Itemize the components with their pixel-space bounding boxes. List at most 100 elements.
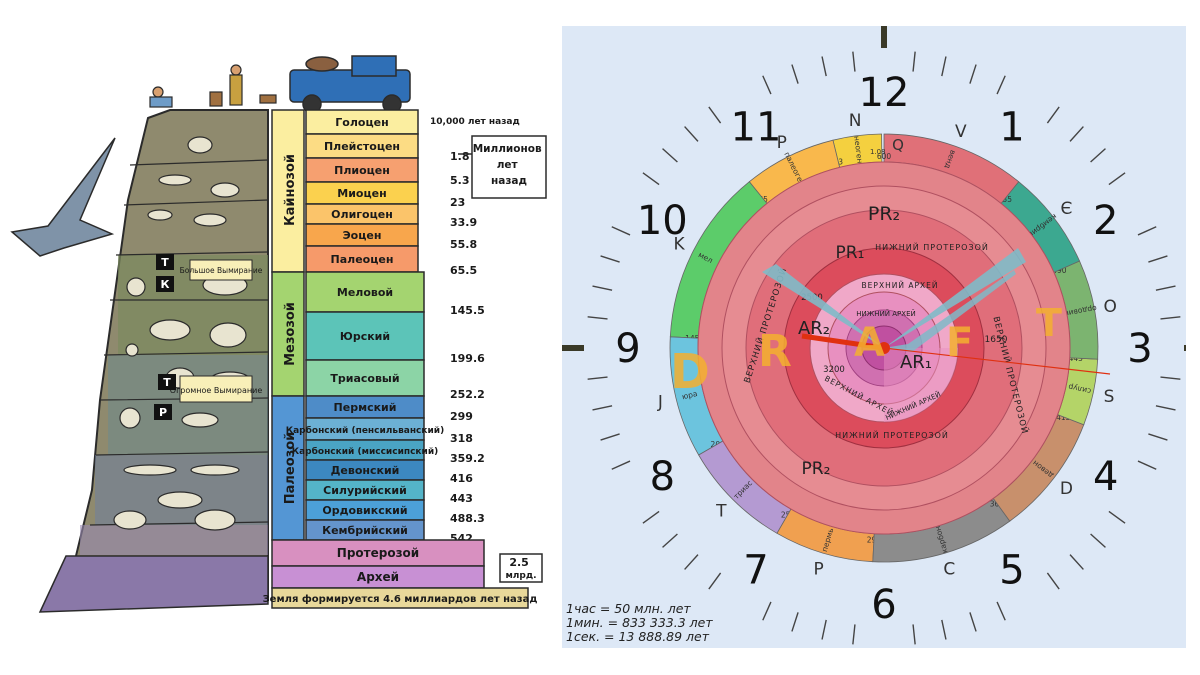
- period-age-label: 65.5: [450, 264, 477, 277]
- clock-hour-number: 4: [1093, 454, 1118, 500]
- period-symbol: D: [1060, 479, 1073, 499]
- period-label: Ордовикский: [322, 504, 407, 517]
- period-age-label: 299: [450, 410, 473, 423]
- clock-tick: [1137, 226, 1157, 236]
- draft-watermark: D R A F T: [670, 301, 1062, 400]
- pr2-outer-label: PR₂: [868, 203, 900, 225]
- clock-hour-number: 2: [1093, 198, 1118, 244]
- clock-tick: [1155, 285, 1176, 291]
- clock-tick: [1108, 172, 1126, 186]
- ar1-label: AR₁: [900, 352, 932, 373]
- period-symbol: K: [673, 235, 685, 255]
- clock-tick: [642, 510, 660, 524]
- scale-note-minute: 1мин. = 833 333.3 лет: [566, 615, 713, 630]
- clock-hour-number: 8: [650, 454, 675, 500]
- clock-tick: [684, 554, 699, 570]
- period-label: Протерозой: [337, 546, 419, 560]
- clock-tick: [996, 75, 1006, 95]
- clock-tick: [821, 619, 827, 640]
- clock-hands: [762, 248, 1111, 375]
- clock-tick: [1046, 572, 1060, 590]
- clock-tick: [1137, 460, 1157, 470]
- period-symbol: P: [777, 133, 787, 153]
- clock-tick: [1108, 510, 1126, 524]
- fossil-tags: Т К Т Р: [154, 254, 176, 420]
- era-label-kainozoi: Кайнозой: [283, 154, 298, 226]
- lower-prot-label: НИЖНИЙ ПРОТЕРОЗОЙ: [875, 241, 989, 252]
- age-3200: 3200: [823, 365, 845, 375]
- scale-note-hour: 1час = 50 млн. лет: [566, 601, 691, 616]
- clock-tick: [791, 612, 799, 632]
- pterosaur-drawing: [10, 137, 116, 257]
- clock-tick: [1155, 405, 1176, 411]
- people-on-cliff: [149, 64, 277, 108]
- period-age-label: 199.6: [450, 352, 485, 365]
- period-name: неоген: [852, 135, 864, 164]
- clock-tick: [1090, 533, 1106, 548]
- clock-tick: [592, 285, 613, 291]
- period-label: Олигоцен: [331, 208, 393, 221]
- period-age-label: 416: [450, 472, 473, 485]
- clock-tick: [600, 255, 620, 263]
- clock-tick: [1148, 255, 1168, 263]
- period-label: Эоцен: [343, 229, 382, 242]
- clock-tick: [587, 376, 608, 380]
- period-label: Голоцен: [335, 116, 388, 129]
- fossils: [113, 136, 251, 531]
- period-row: [305, 133, 419, 159]
- clock-hour-number: 1: [999, 104, 1024, 150]
- svg-text:Т: Т: [163, 376, 171, 389]
- period-label: Плиоцен: [334, 164, 390, 177]
- svg-text:Р: Р: [159, 406, 167, 419]
- period-row: [305, 359, 425, 397]
- clock-tick: [587, 316, 608, 320]
- clock-hour-number: 12: [859, 70, 910, 116]
- clock-tick: [1148, 433, 1168, 441]
- ar-lower-label: НИЖНИЙ АРХЕЙ: [856, 309, 915, 318]
- clock-tick: [642, 172, 660, 186]
- clock-tick: [941, 619, 947, 640]
- period-symbol: N: [849, 111, 862, 131]
- clock-hour-number: 7: [743, 548, 768, 594]
- period-boundary-age-top: 1.08: [870, 148, 886, 156]
- ar2-label: AR₂: [798, 318, 830, 339]
- period-label: Юрский: [340, 330, 390, 343]
- clock-tick: [912, 51, 916, 72]
- clock-tick: [708, 572, 722, 590]
- period-age-label: 1.8: [450, 150, 470, 163]
- period-boundary-age: 490: [1052, 266, 1067, 275]
- period-age-label: 318: [450, 432, 473, 445]
- period-ring: Nнеоген23Pпалеоген65Kмел145Jюра200Tтриас…: [657, 111, 1117, 580]
- svg-text:A: A: [854, 320, 885, 366]
- period-age-label: 145.5: [450, 304, 485, 317]
- period-symbol: T: [715, 502, 727, 522]
- svg-text:К: К: [161, 278, 170, 291]
- clock-tick: [1046, 106, 1060, 124]
- period-boundary-age: 600: [877, 152, 892, 161]
- period-symbol: C: [943, 560, 955, 580]
- clock-tick: [996, 601, 1006, 621]
- clock-tick: [600, 433, 620, 441]
- clock-tick: [852, 624, 856, 645]
- clock-tick-marks: [562, 26, 1186, 645]
- period-label: Палеоцен: [331, 253, 394, 266]
- period-row: [305, 271, 425, 313]
- rock-cliff: [38, 109, 269, 613]
- svg-text:F: F: [946, 320, 973, 366]
- era-label-paleozoi: Палеозой: [283, 432, 298, 505]
- scale-notes: 1час = 50 млн. лет 1мин. = 833 333.3 лет…: [566, 602, 713, 644]
- period-row: [305, 311, 425, 361]
- q-label: Q: [892, 136, 904, 154]
- period-label: Пермский: [334, 401, 397, 414]
- clock-hour-number: 11: [731, 104, 782, 150]
- clock-tick: [762, 601, 772, 621]
- period-symbol: O: [1103, 297, 1116, 317]
- period-symbol: P: [814, 560, 824, 580]
- clock-tick: [611, 460, 631, 470]
- period-age-label: 23: [450, 196, 465, 209]
- clock-hour-number: 6: [871, 582, 896, 628]
- period-symbol: V: [955, 122, 967, 142]
- svg-text:D: D: [670, 344, 710, 400]
